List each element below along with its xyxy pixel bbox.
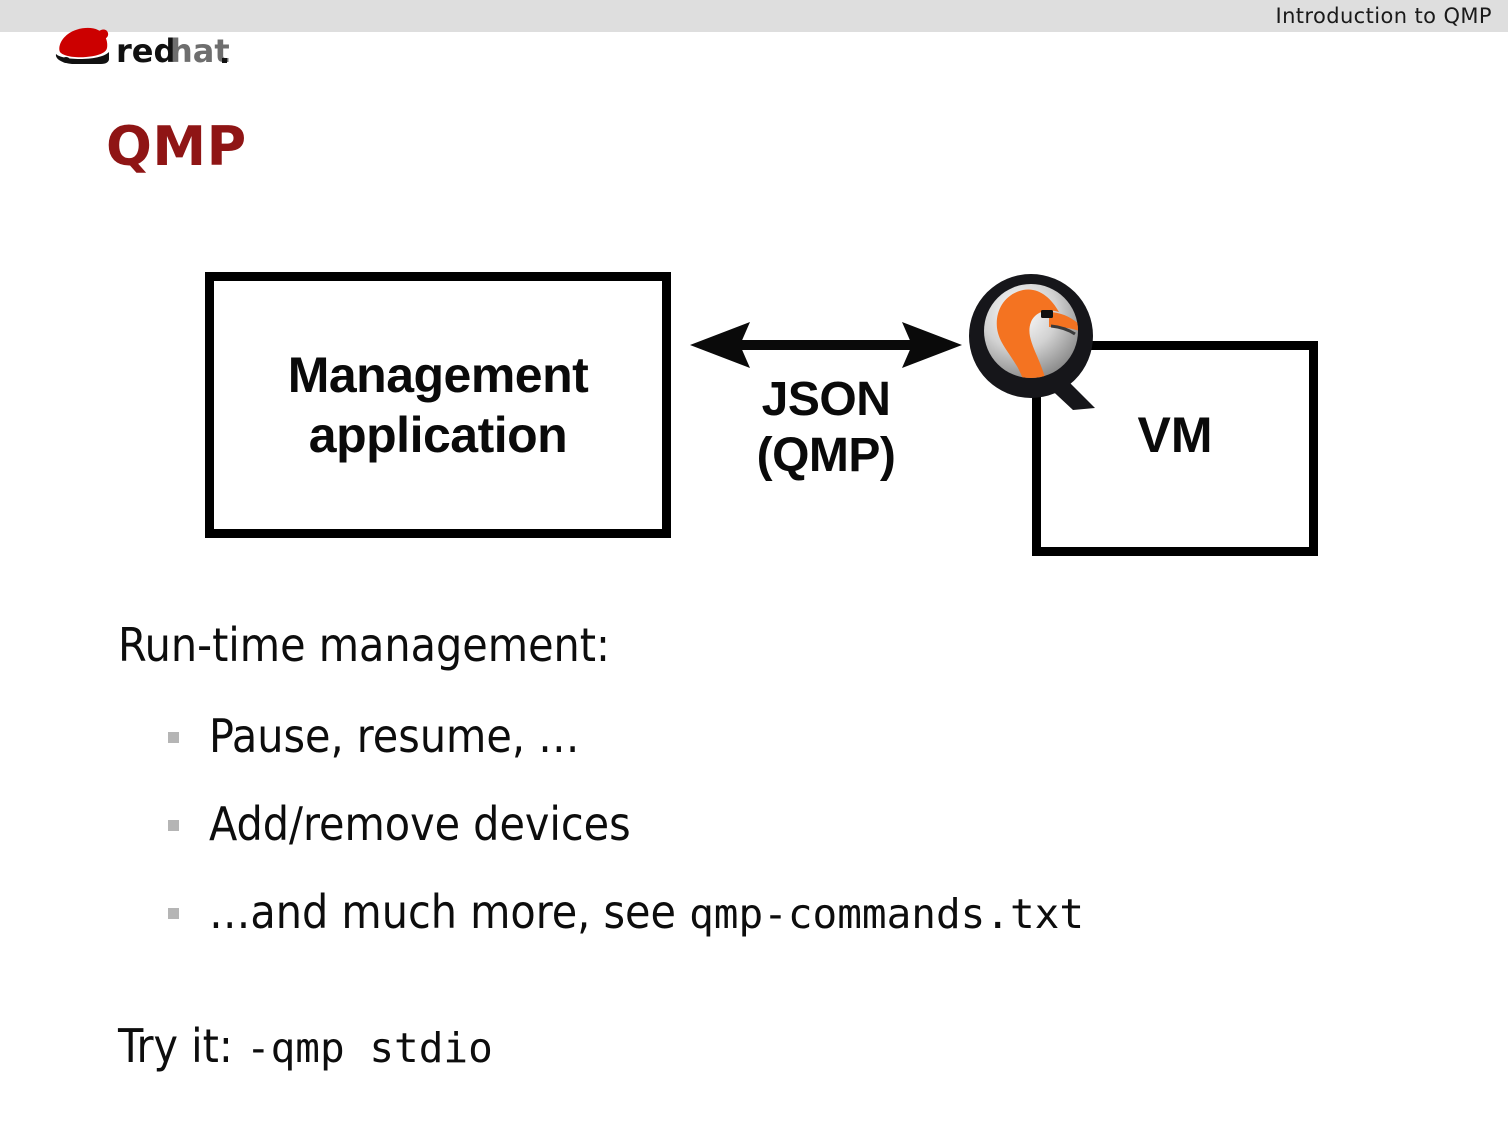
list-item-label: …and much more, see qmp-commands.txt — [209, 880, 1084, 946]
header-title: Introduction to QMP — [1275, 4, 1492, 28]
qemu-logo — [965, 274, 1105, 414]
list-item-text: Add/remove devices — [209, 797, 631, 851]
list-item-code: qmp-commands.txt — [689, 890, 1085, 938]
management-box-line2: application — [308, 407, 568, 463]
try-it-label: Try it: — [118, 1019, 246, 1073]
try-it-command: -qmp stdio — [245, 1024, 493, 1072]
bullet-list: Pause, resume, … Add/remove devices …and… — [168, 704, 1468, 968]
list-item: Pause, resume, … — [168, 704, 1468, 792]
qemu-logo-tail — [1043, 370, 1095, 410]
redhat-wordmark-bold: red — [116, 32, 176, 70]
connector-label: JSON (QMP) — [688, 372, 964, 484]
redhat-wordmark-dot — [222, 58, 227, 63]
list-item-label: Pause, resume, … — [209, 704, 580, 768]
list-item-label: Add/remove devices — [209, 792, 631, 856]
redhat-logo: red hat — [46, 18, 246, 70]
list-item: Add/remove devices — [168, 792, 1468, 880]
management-box-line1: Management — [287, 347, 589, 403]
list-item-text: …and much more, see — [209, 885, 690, 939]
double-arrow-icon — [688, 314, 964, 376]
list-item-text: Pause, resume, … — [209, 709, 580, 763]
bullet-square-icon — [168, 732, 179, 743]
connector-label-line1: JSON — [761, 373, 891, 426]
qemu-logo-beak — [1050, 324, 1076, 336]
redhat-shadowman-icon — [55, 27, 109, 64]
bullet-square-icon — [168, 820, 179, 831]
qemu-logo-eye — [1041, 310, 1053, 318]
connector-label-line2: (QMP) — [756, 429, 896, 482]
vm-box — [1032, 341, 1318, 556]
try-it-line: Try it: -qmp stdio — [118, 1016, 493, 1078]
page-title: QMP — [106, 115, 247, 178]
redhat-wordmark-light: hat — [170, 32, 230, 70]
vm-box-label: VM — [1137, 407, 1213, 463]
header-band — [0, 0, 1508, 32]
architecture-diagram: Management application JSON (QMP) VM — [205, 272, 1318, 556]
bullet-square-icon — [168, 908, 179, 919]
list-item: …and much more, see qmp-commands.txt — [168, 880, 1468, 968]
qemu-logo-bird — [996, 289, 1078, 378]
management-application-box: Management application — [205, 272, 671, 538]
lead-text: Run-time management: — [118, 618, 610, 672]
